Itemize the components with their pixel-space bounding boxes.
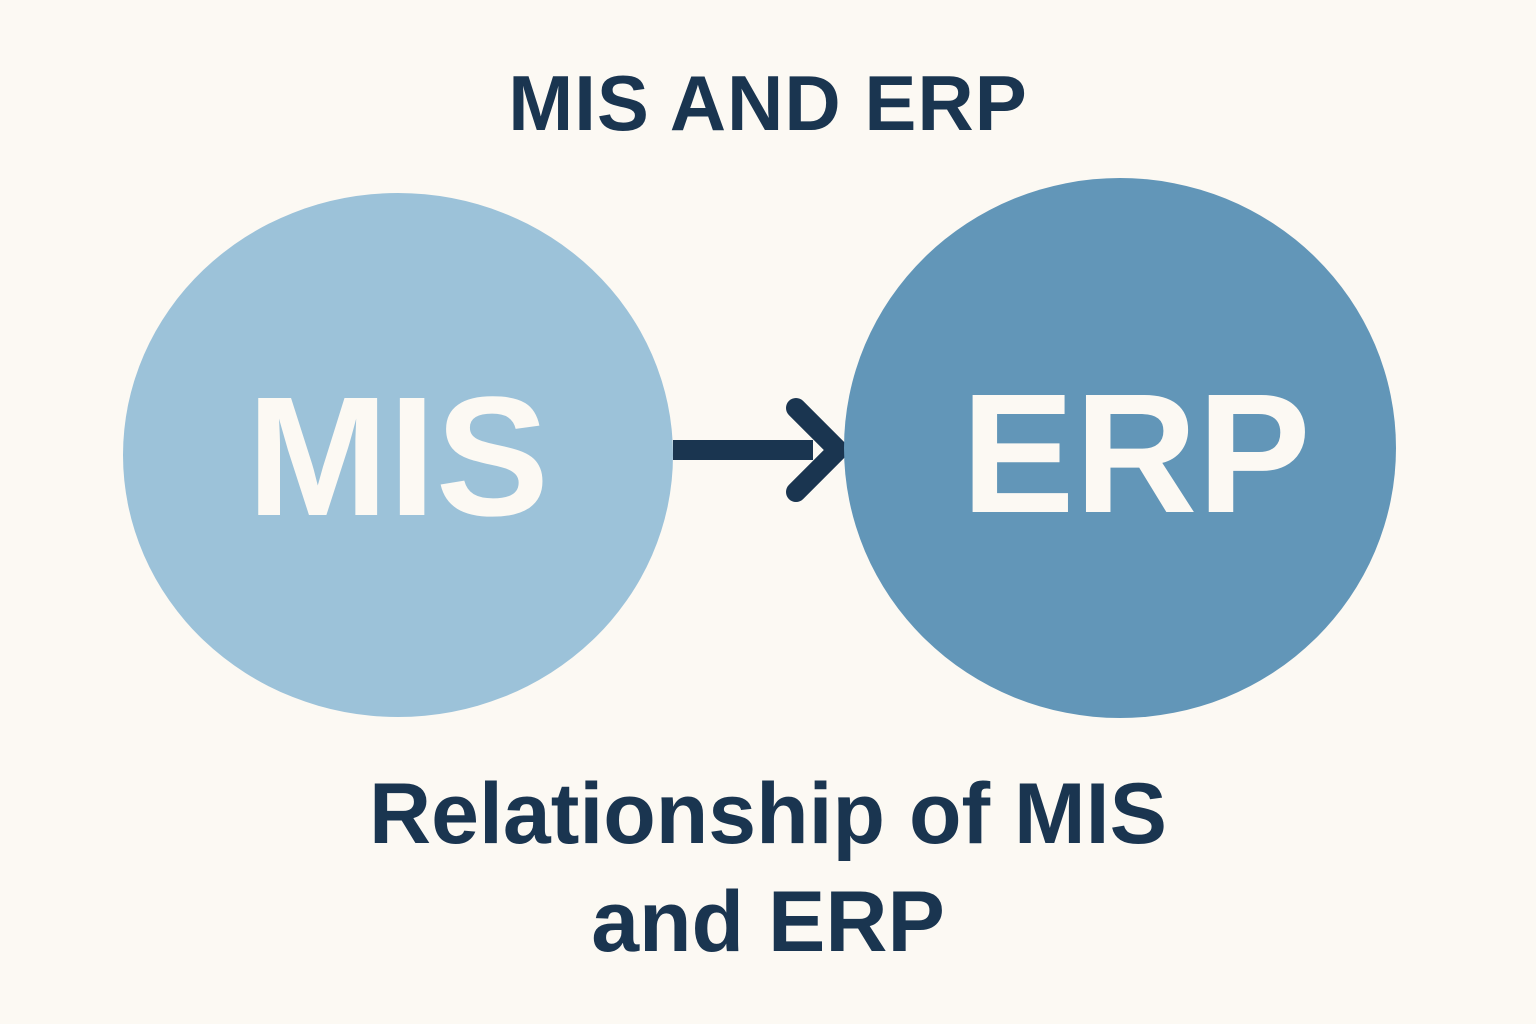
caption-line-1: Relationship of MIS (369, 766, 1167, 862)
mis-circle (123, 193, 673, 717)
diagram-caption: Relationship of MIS and ERP (0, 760, 1536, 976)
arrow-right-icon (673, 398, 853, 502)
node-mis: MIS (123, 193, 673, 717)
mis-label: MIS (247, 362, 549, 552)
erp-label: ERP (961, 359, 1311, 549)
diagram-title: MIS AND ERP (508, 59, 1028, 147)
node-erp: ERP (844, 178, 1396, 718)
arrow-shaft (673, 440, 813, 460)
erp-circle (844, 178, 1396, 718)
arrow-head (786, 398, 853, 502)
caption-line-2: and ERP (591, 874, 945, 970)
